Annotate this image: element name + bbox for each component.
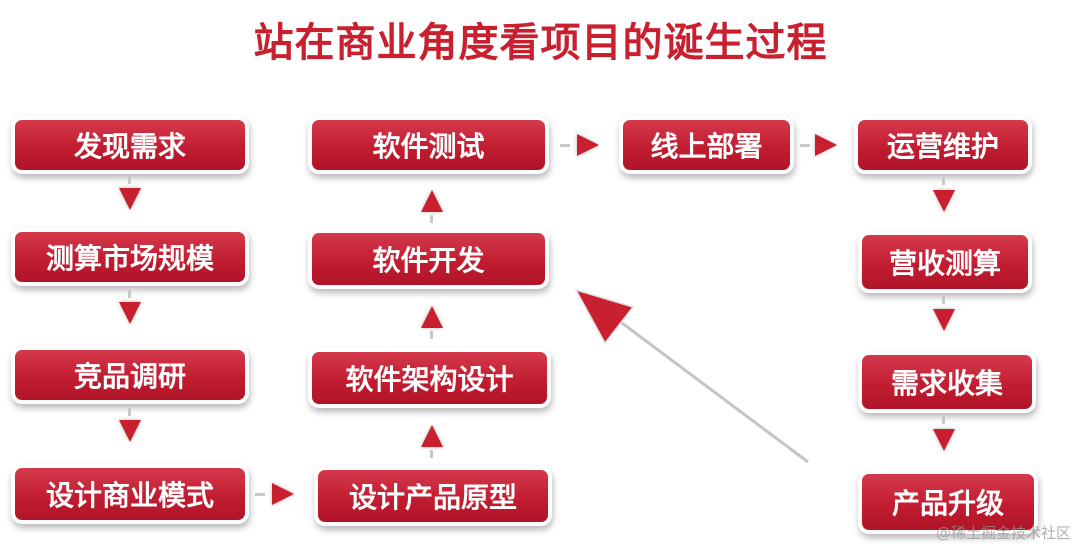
connector-dash [560, 144, 570, 147]
arrow-up-icon [421, 190, 443, 212]
feedback-arrowhead-icon [574, 288, 635, 345]
step-business-model: 设计商业模式 [15, 468, 245, 520]
arrow-down-icon [119, 420, 141, 442]
step-market-sizing: 测算市场规模 [15, 232, 245, 282]
arrow-right-icon [272, 483, 294, 505]
connector-dash [942, 177, 945, 185]
watermark: @稀土掘金技术社区 [935, 524, 1071, 542]
step-operations: 运营维护 [858, 120, 1028, 170]
arrow-up-icon [421, 425, 443, 447]
step-deployment: 线上部署 [623, 120, 790, 170]
step-development: 软件开发 [312, 233, 545, 285]
step-product-upgrade: 产品升级 [862, 474, 1034, 530]
connector-dash [942, 296, 945, 304]
connector-dash [128, 176, 131, 184]
step-testing: 软件测试 [312, 120, 545, 170]
arrow-down-icon [933, 309, 955, 331]
connector-dash [128, 408, 131, 416]
step-prototype: 设计产品原型 [318, 470, 548, 522]
connector-dash [430, 331, 433, 339]
diagram-title: 站在商业角度看项目的诞生过程 [253, 20, 828, 66]
arrow-right-icon [577, 134, 599, 156]
step-discover-needs: 发现需求 [15, 120, 245, 170]
feedback-line [617, 318, 809, 464]
arrow-down-icon [119, 302, 141, 324]
arrow-down-icon [933, 190, 955, 212]
step-needs-collection: 需求收集 [862, 355, 1032, 409]
step-competitor-research: 竞品调研 [15, 350, 245, 400]
connector-dash [430, 450, 433, 458]
connector-dash [128, 290, 131, 298]
arrow-up-icon [421, 306, 443, 328]
arrow-down-icon [119, 188, 141, 210]
connector-dash [942, 416, 945, 424]
connector-dash [430, 215, 433, 223]
arrow-right-icon [815, 134, 837, 156]
step-revenue-estimate: 营收测算 [862, 235, 1028, 289]
step-architecture: 软件架构设计 [312, 352, 547, 404]
arrow-down-icon [933, 429, 955, 451]
connector-dash [255, 493, 265, 496]
connector-dash [800, 144, 810, 147]
